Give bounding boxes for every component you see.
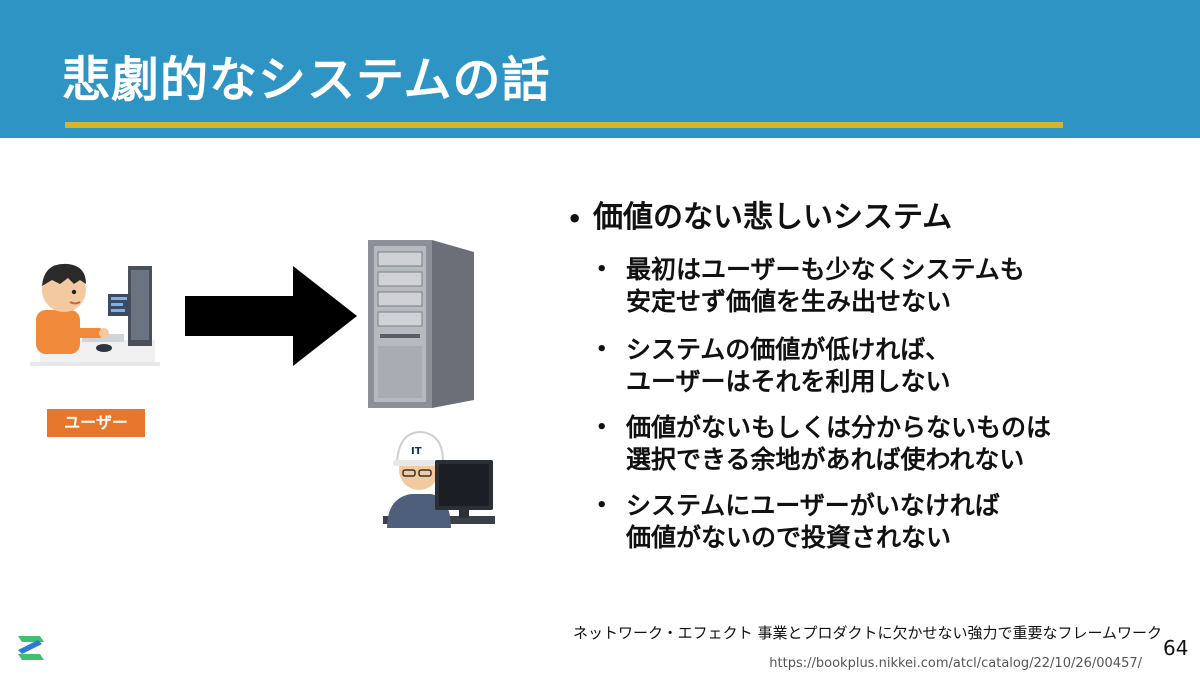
sub-bullet-line: ユーザーはそれを利用しない xyxy=(626,367,951,396)
sub-bullet-line: 最初はユーザーも少なくシステムも xyxy=(626,255,1025,284)
bullet-dot: • xyxy=(596,259,608,280)
right-arrow-icon xyxy=(185,266,357,366)
sub-bullet-line: 価値がないもしくは分からないものは xyxy=(626,413,1052,442)
source-citation: ネットワーク・エフェクト 事業とプロダクトに欠かせない強力で重要なフレームワーク xyxy=(572,624,1162,642)
bullet-dot: • xyxy=(567,204,583,233)
bullet-dot: • xyxy=(596,339,608,360)
hat-label: IT xyxy=(411,446,422,457)
page-number: 64 xyxy=(1163,636,1189,660)
header-bar xyxy=(0,0,1200,138)
title-underline xyxy=(65,122,1063,128)
sub-bullet-line: 価値がないので投資されない xyxy=(626,523,952,552)
sub-bullet-line: 選択できる余地があれば使われない xyxy=(626,445,1025,474)
bullet-dot: • xyxy=(596,495,608,516)
sub-bullet-line: システムの価値が低ければ、 xyxy=(626,335,951,364)
bullet-dot: • xyxy=(596,417,608,438)
sub-bullet-line: システムにユーザーがいなければ xyxy=(626,491,1000,520)
sub-bullet-line: 安定せず価値を生み出せない xyxy=(626,287,952,316)
server-icon xyxy=(368,240,474,408)
main-bullet-text: 価値のない悲しいシステム xyxy=(593,200,953,235)
slide-title: 悲劇的なシステムの話 xyxy=(62,52,551,108)
user-label-badge: ユーザー xyxy=(47,409,145,437)
it-engineer-illustration: IT xyxy=(383,430,495,528)
company-logo-icon xyxy=(18,636,44,660)
source-url[interactable]: https://bookplus.nikkei.com/atcl/catalog… xyxy=(769,656,1142,671)
main-bullet: • 価値のない悲しいシステム xyxy=(567,192,952,236)
user-at-computer-illustration xyxy=(30,263,160,366)
